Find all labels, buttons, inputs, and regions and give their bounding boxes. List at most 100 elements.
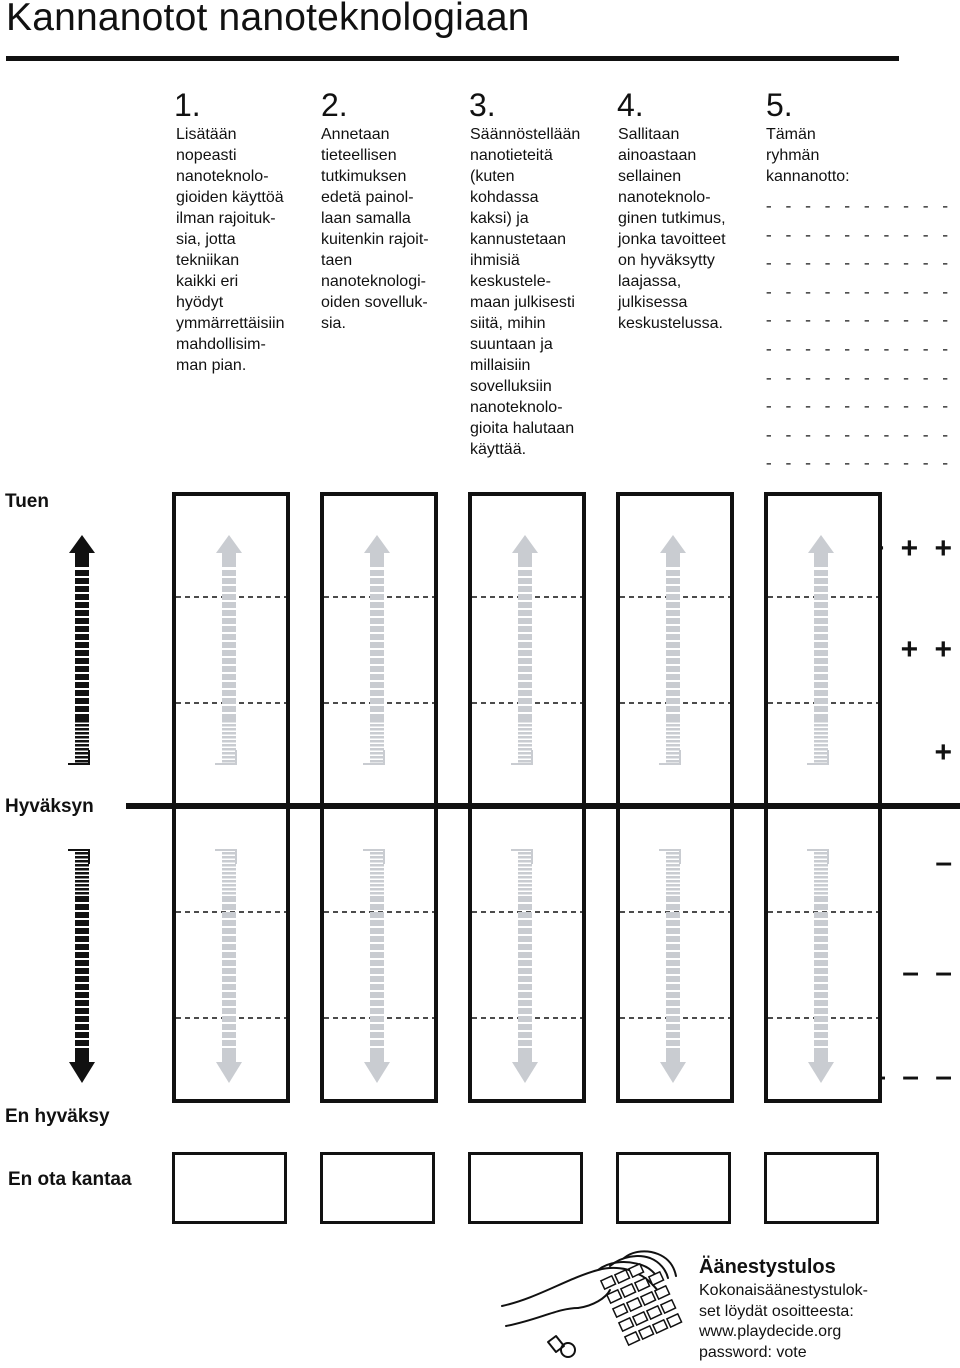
support-arrow-rung: [75, 586, 89, 592]
reject-arrow-rung: [75, 952, 89, 958]
support-arrow-rung: [75, 650, 89, 656]
up-arrow-col1-rung: [222, 690, 236, 696]
down-arrow-col4-fine-rung: [666, 884, 680, 887]
up-arrow-col5-rung: [814, 602, 828, 608]
up-arrow-col4-rung: [666, 626, 680, 632]
support-arrow-rung: [75, 706, 89, 712]
black-scale-arrows: [68, 535, 95, 1083]
up-arrow-col1-rung: [222, 594, 236, 600]
reject-arrow-fine-rung: [75, 868, 89, 871]
up-arrow-col2-rung: [370, 714, 384, 720]
down-arrow-col3-rung: [518, 920, 532, 926]
down-arrow-col4-fine-rung: [666, 868, 680, 871]
support-arrow-rung: [75, 666, 89, 672]
down-arrow-col3-rung: [518, 1024, 532, 1030]
down-arrow-col1-rung: [222, 1032, 236, 1038]
down-arrow-col1: [215, 850, 242, 1083]
up-arrow-col4-fine-rung: [666, 732, 680, 735]
support-arrow-rung: [75, 642, 89, 648]
up-arrow-col5-fine-rung: [814, 724, 828, 727]
support-arrow-fine-rung: [75, 752, 89, 755]
down-arrow-col2-fine-rung: [370, 880, 384, 883]
down-arrow-col1-rung: [222, 928, 236, 934]
down-arrow-col3-rung: [518, 968, 532, 974]
up-arrow-col1-rung: [222, 714, 236, 720]
up-arrow-col1: [215, 535, 242, 764]
up-arrow-col3-rung: [518, 570, 532, 576]
reject-arrow-head: [69, 1062, 95, 1083]
up-arrow-col2-fine-rung: [370, 724, 384, 727]
down-arrow-col4-rung: [666, 936, 680, 942]
up-arrow-col1-head: [216, 535, 242, 553]
up-arrow-col3-fine-rung: [518, 760, 532, 763]
down-arrow-col3: [511, 850, 538, 1083]
up-arrow-col1-rung: [222, 626, 236, 632]
down-arrow-col2-rung: [370, 968, 384, 974]
up-arrow-col4-fine-rung: [666, 724, 680, 727]
up-arrow-col3-rung: [518, 682, 532, 688]
down-arrow-col2-fine-rung: [370, 868, 384, 871]
up-arrow-col2-fine-rung: [370, 748, 384, 751]
up-arrow-col5-rung: [814, 698, 828, 704]
up-arrow-col2-rung: [370, 650, 384, 656]
up-arrow-col3-fine-rung: [518, 744, 532, 747]
up-arrow-col3-rung: [518, 618, 532, 624]
up-arrow-col3-fine-rung: [518, 756, 532, 759]
up-arrow-col4-rung: [666, 594, 680, 600]
reject-arrow-rung: [75, 1016, 89, 1022]
support-arrow-top-block: [75, 553, 89, 567]
up-arrow-col4-fine-rung: [666, 760, 680, 763]
down-arrow-col4-rung: [666, 912, 680, 918]
down-arrow-col5-fine-rung: [814, 868, 828, 871]
up-arrow-col3-rung: [518, 610, 532, 616]
down-arrow-col3-fine-rung: [518, 852, 532, 855]
support-arrow-fine-rung: [75, 720, 89, 723]
up-arrow-col2: [363, 535, 390, 764]
down-arrow-col1-bottom-block: [222, 1048, 236, 1062]
down-arrow-col5-rung: [814, 904, 828, 910]
down-arrow-col2-rung: [370, 1024, 384, 1030]
up-arrow-col4-rung: [666, 690, 680, 696]
up-arrow-col5-rung: [814, 626, 828, 632]
support-arrow-rung: [75, 602, 89, 608]
up-arrow-col3-fine-rung: [518, 752, 532, 755]
up-arrow-col1-rung: [222, 674, 236, 680]
down-arrow-col1-rung: [222, 976, 236, 982]
down-arrow-col4-rung: [666, 1024, 680, 1030]
reject-arrow-rung: [75, 976, 89, 982]
down-arrow-col5-fine-rung: [814, 892, 828, 895]
up-arrow-col2-fine-rung: [370, 732, 384, 735]
up-arrow-col2-rung: [370, 626, 384, 632]
down-arrow-col5-fine-rung: [814, 872, 828, 875]
down-arrow-col5-rung: [814, 896, 828, 902]
up-arrow-col5-fine-rung: [814, 740, 828, 743]
down-arrow-col2-fine-rung: [370, 884, 384, 887]
support-arrow-rung: [75, 658, 89, 664]
up-arrow-col2-rung: [370, 602, 384, 608]
reject-arrow-rung: [75, 1000, 89, 1006]
up-arrow-col3-rung: [518, 650, 532, 656]
down-arrow-col1-rung: [222, 1008, 236, 1014]
down-arrow-col4-rung: [666, 904, 680, 910]
up-arrow-col5-rung: [814, 578, 828, 584]
reject-arrow-rung: [75, 1008, 89, 1014]
reject-arrow-fine-rung: [75, 860, 89, 863]
down-arrow-col5-fine-rung: [814, 876, 828, 879]
reject-arrow-rung: [75, 1040, 89, 1046]
down-arrow-col3-rung: [518, 904, 532, 910]
up-arrow-col4-rung: [666, 658, 680, 664]
up-arrow-col4-fine-rung: [666, 756, 680, 759]
reject-arrow-rung: [75, 904, 89, 910]
up-arrow-col2-rung: [370, 658, 384, 664]
up-arrow-col2-rung: [370, 666, 384, 672]
down-arrow-col4-rung: [666, 992, 680, 998]
down-arrow-col5-rung: [814, 936, 828, 942]
up-arrow-col4-rung: [666, 578, 680, 584]
up-arrow-col5-fine-rung: [814, 756, 828, 759]
down-arrow-col1-fine-rung: [222, 860, 236, 863]
down-arrow-col5-fine-rung: [814, 864, 828, 867]
down-arrow-col3-rung: [518, 984, 532, 990]
down-arrow-col5-rung: [814, 1016, 828, 1022]
up-arrow-col4-rung: [666, 618, 680, 624]
support-arrow-fine-rung: [75, 736, 89, 739]
